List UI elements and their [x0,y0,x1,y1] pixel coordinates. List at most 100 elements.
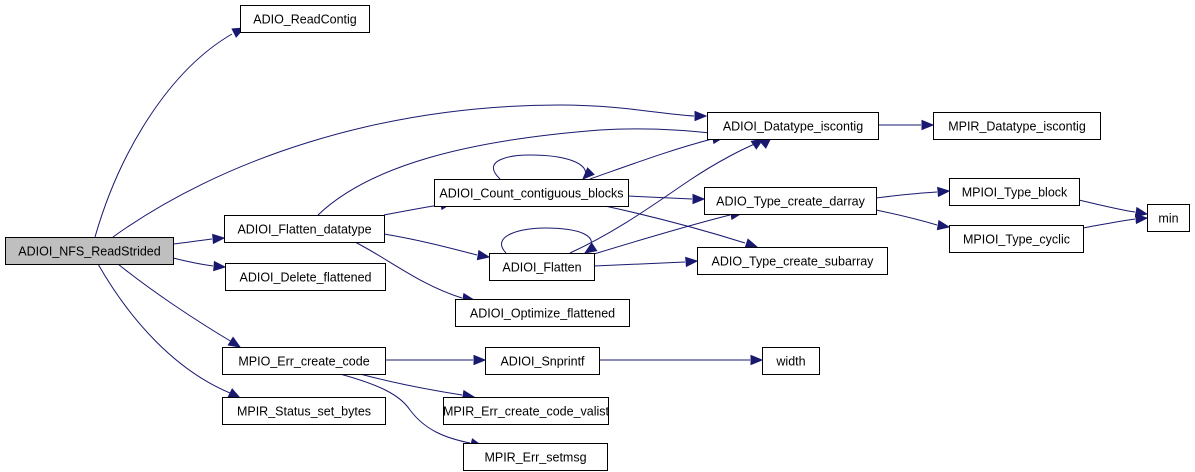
node-status-bytes[interactable]: MPIR_Status_set_bytes [222,397,386,425]
node-box [707,112,879,140]
edge-type_block-to-min [1078,199,1149,218]
edge-line [1078,199,1136,213]
edge-root-to-readcontig [94,27,246,238]
edge-line [604,205,746,244]
edge-line [501,227,592,254]
edge-line [593,261,686,267]
arrowhead-icon [213,260,227,272]
edge-root-to-status_bytes [97,263,242,399]
node-darray[interactable]: ADIO_Type_create_darray [704,187,877,215]
node-label: ADIOI_Flatten_datatype [237,223,371,237]
node-label: MPIOI_Type_cyclic [963,233,1070,247]
edge-line [875,191,938,199]
edge-line [172,257,214,267]
node-snprintf[interactable]: ADIOI_Snprintf [485,347,600,375]
node-box [933,112,1101,140]
arrowhead-icon [921,119,935,131]
node-label: ADIO_Type_create_subarray [712,255,875,269]
edge-flatten-to-dt_iscontig [569,138,765,254]
arrowhead-icon [473,354,487,366]
node-flatten[interactable]: ADIOI_Flatten [489,253,595,281]
node-label: ADIOI_NFS_ReadStrided [18,245,160,259]
arrowhead-icon [583,242,598,254]
node-err-setmsg[interactable]: MPIR_Err_setmsg [463,443,608,471]
node-mpir-dt-iscontig[interactable]: MPIR_Datatype_iscontig [933,112,1101,140]
node-err-valist[interactable]: MPIR_Err_create_code_valist [443,397,610,425]
edge-line [97,263,231,394]
arrowhead-icon [212,233,226,245]
node-count-blocks[interactable]: ADIOI_Count_contiguous_blocks [434,179,629,207]
edge-line [383,233,478,256]
node-optimize-flat[interactable]: ADIOI_Optimize_flattened [455,299,630,327]
node-box [222,347,386,375]
node-box [697,247,888,275]
node-label: ADIOI_Snprintf [500,355,585,369]
edge-line [593,214,731,255]
arrowhead-icon [582,167,595,180]
node-label: MPIOI_Type_block [962,186,1068,200]
edge-line [117,263,233,343]
node-min[interactable]: min [1147,204,1190,232]
edge-line [94,33,233,238]
edge-line [354,241,463,299]
arrowhead-icon [1135,213,1149,225]
node-box [1147,204,1190,232]
node-label: MPIO_Err_create_code [238,355,369,369]
edge-count_blocks-to-darray [627,193,706,205]
node-label: ADIO_ReadContig [253,13,357,27]
edge-line [569,142,758,254]
node-box [704,187,877,215]
edge-line [317,128,761,216]
node-label: ADIOI_Delete_flattened [239,271,371,285]
node-box [224,215,385,243]
node-err-create[interactable]: MPIO_Err_create_code [222,347,386,375]
arrowhead-icon [936,219,951,231]
node-label: ADIOI_Flatten [502,261,581,275]
arrowhead-icon [476,249,491,261]
node-dt-iscontig[interactable]: ADIOI_Datatype_iscontig [707,112,879,140]
arrowhead-icon [937,186,951,198]
node-label: MPIR_Err_setmsg [484,451,586,465]
node-box [222,397,386,425]
edge-line [1082,218,1136,229]
node-root: ADIOI_NFS_ReadStrided [5,237,174,265]
node-subarray[interactable]: ADIO_Type_create_subarray [697,247,888,275]
edge-line [339,373,471,444]
node-label: ADIOI_Optimize_flattened [470,307,615,321]
node-box [485,347,600,375]
node-box [489,253,595,281]
edge-line [875,209,938,226]
edge-root-to-dt_iscontig [112,104,708,238]
edge-line [172,238,213,245]
arrowhead-icon [227,388,242,399]
edge-snprintf-to-width [599,354,764,366]
edge-root-to-flatten_dt [172,233,226,245]
node-box [949,225,1084,253]
node-flatten-dt[interactable]: ADIOI_Flatten_datatype [224,215,385,243]
node-label: MPIR_Err_create_code_valist [443,405,610,419]
node-readcontig[interactable]: ADIO_ReadContig [240,5,370,33]
edge-line [492,154,587,180]
arrowhead-icon [744,238,759,249]
edge-line [627,195,693,200]
node-type-block[interactable]: MPIOI_Type_block [949,178,1080,206]
edge-flatten-to-subarray [593,256,699,268]
node-type-cyclic[interactable]: MPIOI_Type_cyclic [949,225,1084,253]
node-box [434,179,629,207]
node-label: MPIR_Status_set_bytes [237,405,371,419]
node-delete-flat[interactable]: ADIOI_Delete_flattened [225,263,386,291]
edge-root-to-err_create [117,263,242,348]
node-label: ADIO_Type_create_darray [716,195,865,209]
edge-flatten_dt-to-flatten [383,233,491,261]
edge-count_blocks-to-count_blocks [492,154,595,180]
edge-darray-to-type_block [875,186,951,199]
node-width[interactable]: width [762,347,820,375]
arrowhead-icon [694,110,708,122]
node-label: ADIOI_Count_contiguous_blocks [439,187,623,201]
node-box [443,397,609,425]
node-label: MPIR_Datatype_iscontig [948,120,1086,134]
edge-line [383,204,441,216]
edge-flatten-to-flatten [501,227,598,254]
node-label: ADIOI_Datatype_iscontig [723,120,863,134]
